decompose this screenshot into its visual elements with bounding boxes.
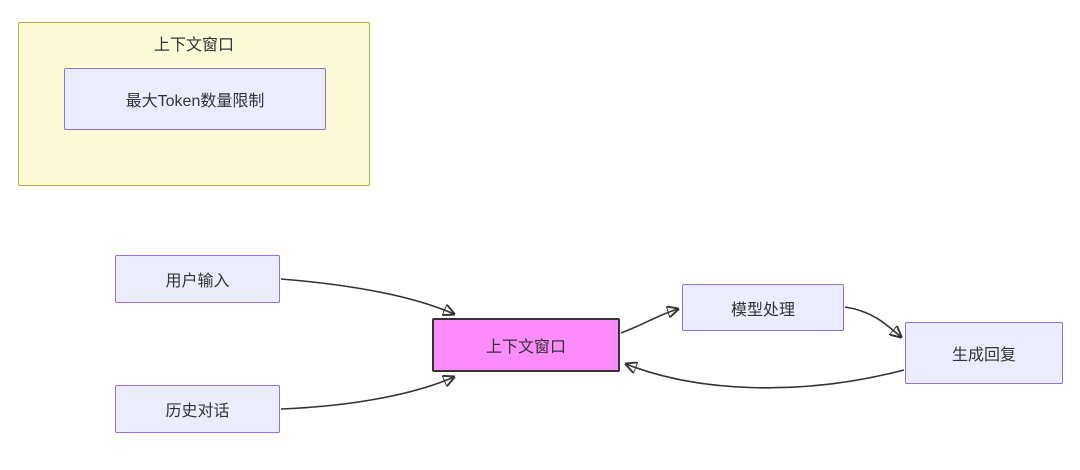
edge-reply-to-context bbox=[626, 364, 905, 389]
node-generate-reply: 生成回复 bbox=[905, 322, 1063, 384]
edge-user-input-to-context bbox=[280, 278, 454, 314]
node-context-window-label: 上下文窗口 bbox=[485, 339, 566, 356]
node-max-token-limit-label: 最大Token数量限制 bbox=[125, 93, 265, 110]
node-history-dialog-label: 历史对话 bbox=[165, 403, 230, 420]
edge-context-to-model bbox=[620, 309, 678, 334]
node-user-input-label: 用户输入 bbox=[165, 273, 230, 290]
node-history-dialog: 历史对话 bbox=[115, 385, 280, 433]
node-context-window: 上下文窗口 bbox=[432, 318, 620, 372]
node-generate-reply-label: 生成回复 bbox=[951, 347, 1016, 364]
edge-history-to-context bbox=[280, 377, 454, 410]
node-max-token-limit: 最大Token数量限制 bbox=[64, 68, 326, 130]
edge-model-to-reply bbox=[844, 306, 901, 337]
node-model-process-label: 模型处理 bbox=[730, 301, 795, 319]
node-model-process: 模型处理 bbox=[682, 284, 844, 331]
node-user-input: 用户输入 bbox=[115, 255, 280, 303]
subgraph-title: 上下文窗口 bbox=[153, 37, 234, 54]
